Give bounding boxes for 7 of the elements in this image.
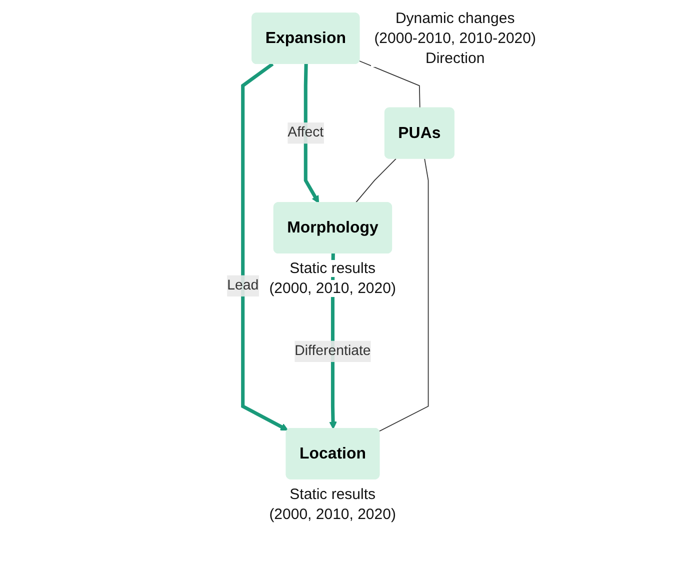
connector [378,158,429,432]
arrow [241,62,288,431]
edge-label: Lead [227,278,259,293]
connector [354,158,396,204]
edge-label: Affect [288,125,324,140]
connector [358,60,420,109]
edge-label: Differentiate [294,343,371,358]
